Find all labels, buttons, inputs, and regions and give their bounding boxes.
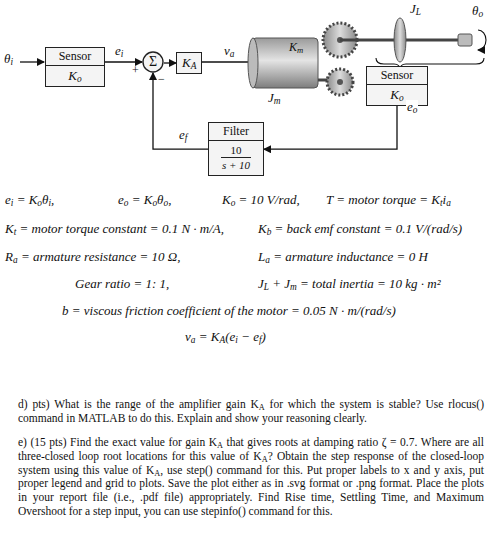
node-text: KA [177, 53, 201, 73]
signal-label: Jm [268, 91, 281, 106]
load-shaft [340, 18, 486, 62]
signal-label: θo [472, 4, 483, 19]
node-text: 10 [221, 144, 251, 158]
signal-label: ei [114, 44, 124, 58]
signal-connector [264, 106, 397, 149]
node-text: Sensor [367, 67, 427, 85]
signal-label: − [158, 73, 165, 87]
question-text: e) (15 pts) Find the exact value for gai… [18, 436, 484, 519]
signal-label: Km [289, 41, 303, 55]
gain-block: KA [176, 52, 202, 74]
equation-text: Gear ratio = 1: 1, [75, 277, 169, 292]
question-text: d) pts) What is the range of the amplifi… [18, 398, 484, 426]
node-text: Filter [209, 123, 263, 141]
node-text: Σ [142, 51, 164, 73]
signal-label: ef [178, 128, 188, 142]
sensor-block: SensorKo [45, 47, 105, 87]
signal-label: + [132, 64, 139, 78]
equation-text: T = motor torque = Ktia [326, 193, 451, 208]
equation-text: ei = Koθi, [5, 193, 54, 208]
equation-text: Ra = armature resistance = 10 Ω, [5, 250, 180, 265]
equation-text: Ko = 10 V/rad, [222, 193, 300, 208]
equation-text: Kb = back emf constant = 0.1 V/(rad/s) [258, 222, 462, 237]
signal-label: eo [406, 100, 418, 114]
motor-wire [196, 61, 250, 62]
node-text: s + 10 [209, 158, 263, 175]
equation-text: La = armature inductance = 0 H [258, 250, 428, 265]
summing-junction: Σ [142, 51, 164, 73]
input-line [20, 61, 44, 62]
filter-block: Filter 10s + 10 [208, 122, 264, 176]
signal-label: va [224, 44, 234, 59]
gear-pair [323, 23, 357, 95]
signal-label: θi [4, 52, 13, 67]
equation-text: va = KA(ei − ef) [185, 330, 266, 345]
signal-label: JL [410, 2, 421, 17]
node-text: Sensor [46, 48, 104, 66]
equation-text: eo = Koθo, [118, 193, 171, 208]
equation-text: b = viscous friction coefficient of the … [62, 304, 396, 319]
sensor-block: SensorKo [366, 66, 428, 106]
equation-text: JL + Jm = total inertia = 10 kg · m² [258, 277, 441, 292]
signal-connector [105, 61, 142, 62]
signal-connector [164, 62, 176, 63]
equation-text: Kt = motor torque constant = 0.1 N · m/A… [5, 222, 224, 237]
node-text: Ko [46, 66, 104, 86]
signal-connector [153, 73, 208, 149]
